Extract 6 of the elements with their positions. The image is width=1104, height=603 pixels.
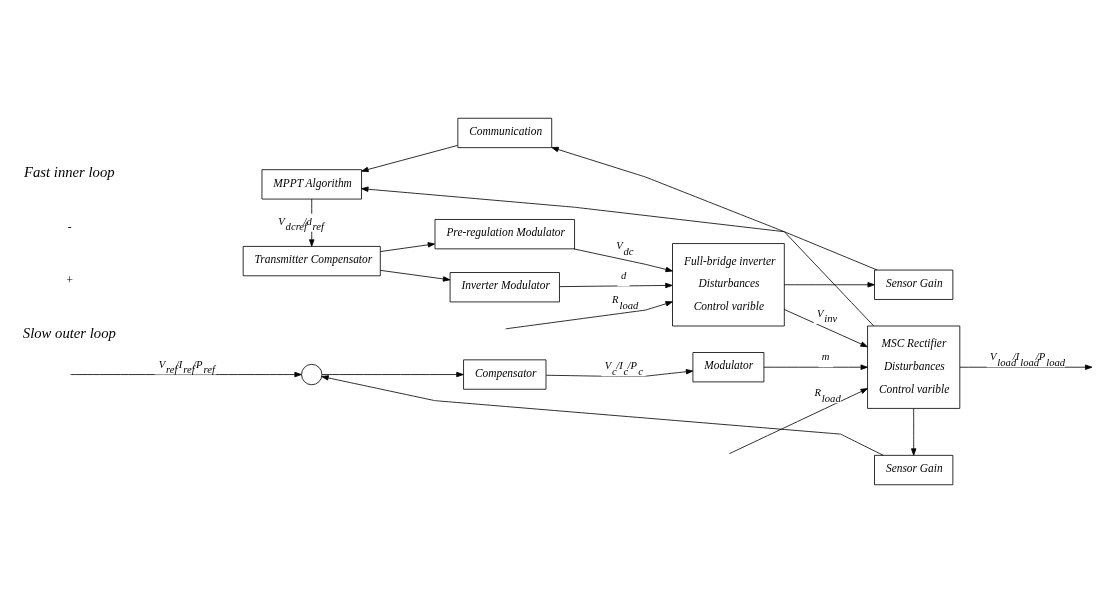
label: + [65,273,74,286]
label: - [67,220,72,233]
edge-label: d [621,270,627,282]
label: Slow outer loop [22,325,116,342]
label: Fast inner loop [24,164,115,181]
edge-label: m [821,351,830,363]
